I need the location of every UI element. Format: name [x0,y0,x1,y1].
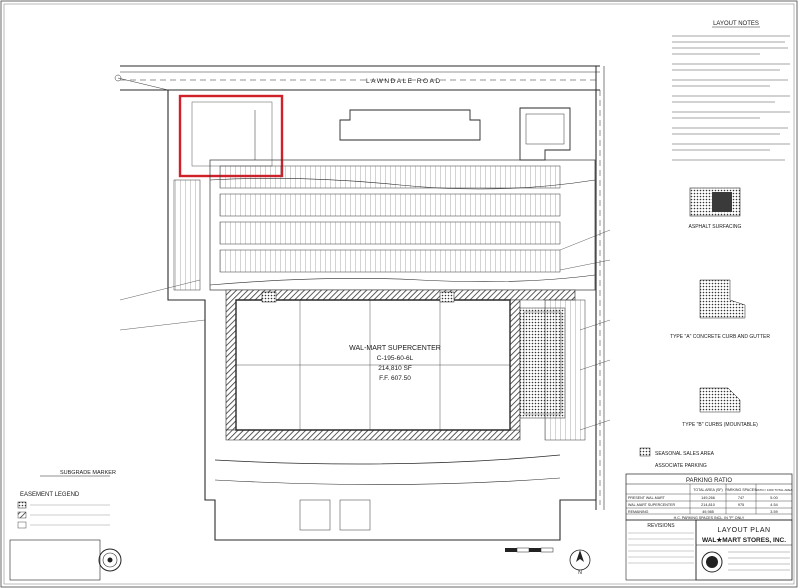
outparcel-building [339,109,481,141]
revisions-title: REVISIONS [647,523,675,529]
parking-footnote: H.C. PARKING SPACES INCL. IN "P" ONLY [674,516,745,520]
sheet-title: LAYOUT PLAN [717,527,770,534]
engineer-stamp [9,539,122,581]
row-cell: 49,985 [702,510,714,514]
north-arrow: N [569,549,591,576]
store-area: 214,810 SF [378,365,412,372]
subgrade-marker-label: SUBGRADE MARKER [60,470,116,476]
row-cell: 3.59 [770,510,777,514]
easement-legend: EASEMENT LEGEND [17,492,110,529]
store-name: WAL-MART SUPERCENTER [349,345,441,352]
row-cell: 975 [738,503,744,507]
curb-a-detail: TYPE "A" CONCRETE CURB AND GUTTER [670,279,770,340]
asphalt-detail: ASPHALT SURFACING [689,187,742,230]
walmart-seal [701,551,723,573]
curb-b-detail: TYPE "B" CURBS (MOUNTABLE) [682,387,758,428]
row-cell: 747 [738,496,744,500]
west-parking-column [173,179,201,291]
east-parking-field [544,299,586,441]
area-legend: SEASONAL SALES AREA ASSOCIATE PARKING [639,447,715,469]
curb-a-label: TYPE "A" CONCRETE CURB AND GUTTER [670,334,770,340]
company-name: WAL★MART STORES, INC. [702,536,786,544]
store-finish-floor: F.F. 607.50 [379,375,411,382]
subgrade-marker: SUBGRADE MARKER [40,470,116,477]
title-block: LAYOUT PLAN WAL★MART STORES, INC. [695,519,793,581]
layout-notes-title: LAYOUT NOTES [713,21,759,27]
col-total-area: TOTAL AREA (SF) [693,488,723,492]
row-label: WAL-MART SUPERCENTER [628,503,675,507]
top-left-callout [114,74,169,91]
seasonal-sales-label: SEASONAL SALES AREA [655,451,715,457]
col-ratio: RATIO / 1000 TOTAL AREA [755,488,792,492]
asphalt-label: ASPHALT SURFACING [689,224,742,230]
layout-notes-panel: LAYOUT NOTES [672,21,790,161]
associate-parking-label: ASSOCIATE PARKING [655,463,707,469]
callout-leaders [119,229,611,431]
row-cell: 4.54 [770,503,777,507]
road-label: LAWNDALE ROAD [366,78,442,85]
row-label: PRESENT WAL-MART [628,496,666,500]
revisions-block: REVISIONS [625,519,697,581]
south-service-drive [214,454,561,531]
col-parking-spaces: PARKING SPACES [725,488,757,492]
row-cell: 149,266 [701,496,715,500]
row-cell: 214,810 [701,503,715,507]
curb-b-label: TYPE "B" CURBS (MOUNTABLE) [682,422,758,428]
property-line [167,89,597,541]
store-prototype: C-195-60-6L [377,355,414,362]
easement-legend-title: EASEMENT LEGEND [20,492,80,498]
north-label: N [578,570,582,576]
row-cell: 5.00 [770,496,777,500]
parking-ratio-table: PARKING RATIO TOTAL AREA (SF) PARKING SP… [625,473,793,521]
graphic-scale [505,547,554,553]
parking-ratio-title: PARKING RATIO [686,478,732,484]
north-parking-field [209,159,596,291]
row-label: REMAINING [628,510,649,514]
